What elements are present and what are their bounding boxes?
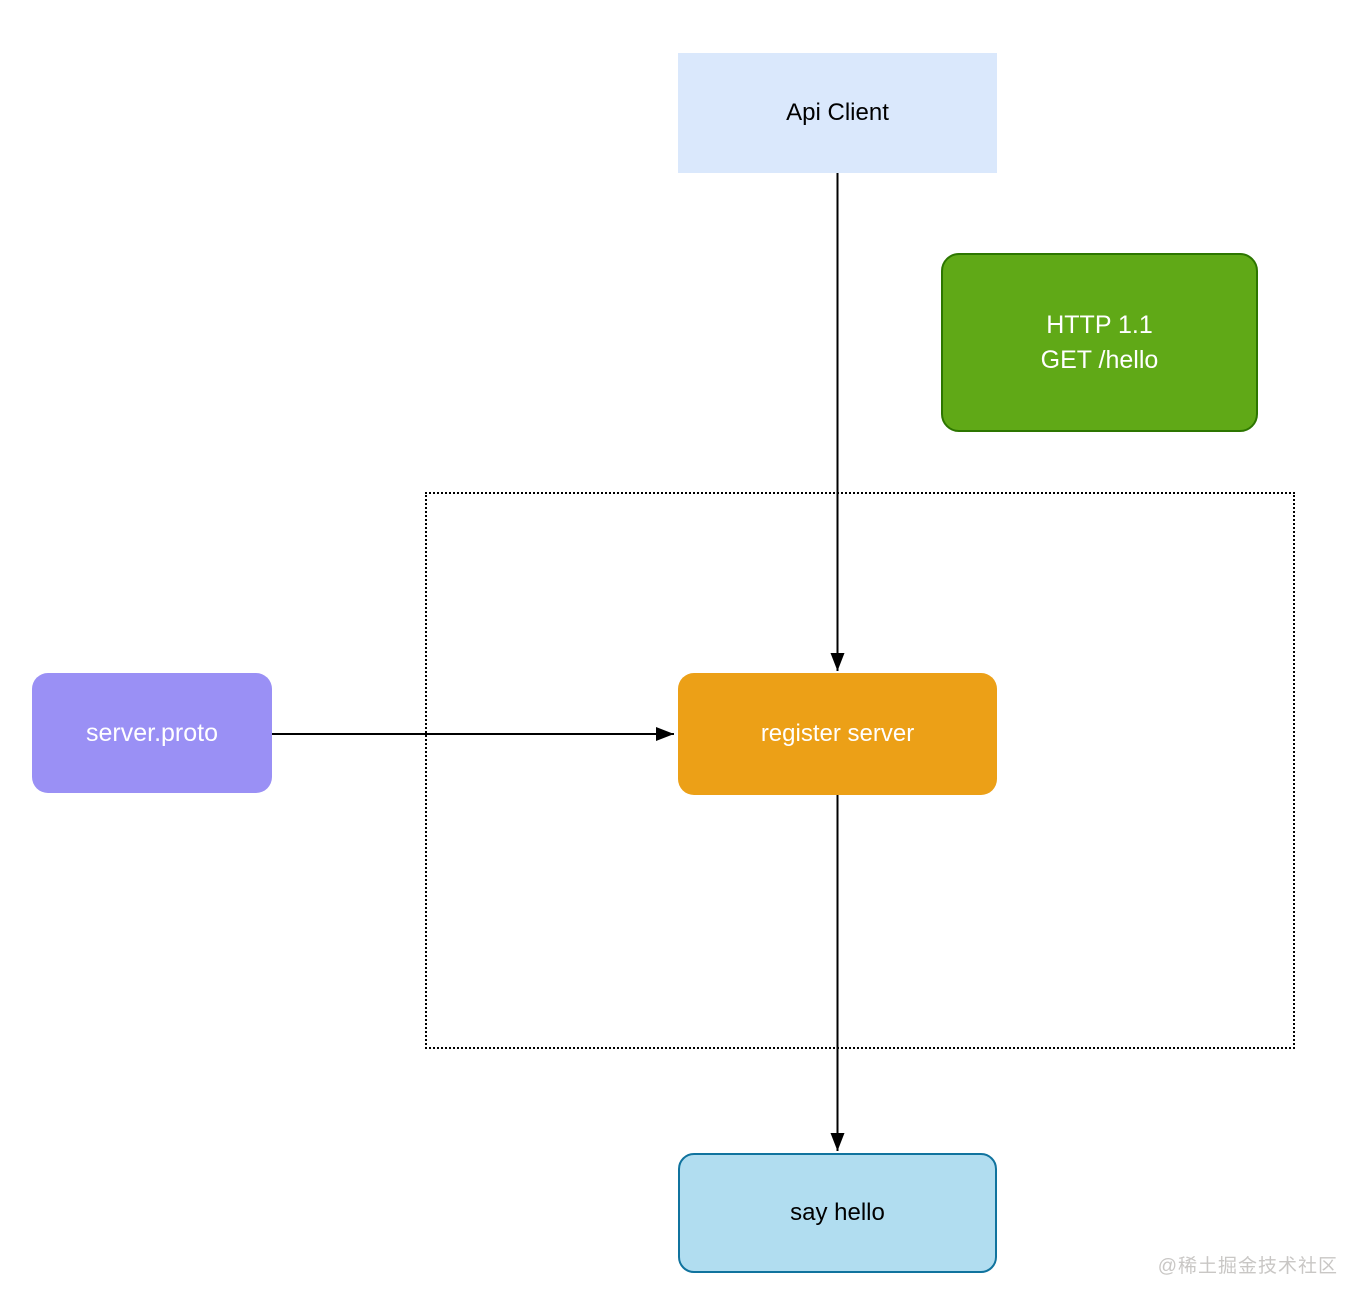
node-say-hello-label: say hello bbox=[790, 1199, 885, 1227]
node-http-request-line1: HTTP 1.1 bbox=[1046, 310, 1153, 339]
node-http-request: HTTP 1.1 GET /hello bbox=[941, 253, 1258, 432]
node-server-proto-label: server.proto bbox=[85, 718, 218, 747]
node-server-proto: server.proto bbox=[32, 673, 272, 793]
node-api-client: Api Client bbox=[678, 53, 997, 173]
node-api-client-label: Api Client bbox=[786, 99, 889, 127]
watermark-text: @稀土掘金技术社区 bbox=[1157, 1256, 1338, 1277]
node-say-hello: say hello bbox=[678, 1153, 997, 1273]
node-register-server-label: register server bbox=[760, 720, 915, 748]
node-http-request-line2: GET /hello bbox=[1040, 345, 1159, 374]
node-register-server: register server bbox=[678, 673, 997, 795]
dotted-boundary bbox=[425, 492, 1295, 1049]
